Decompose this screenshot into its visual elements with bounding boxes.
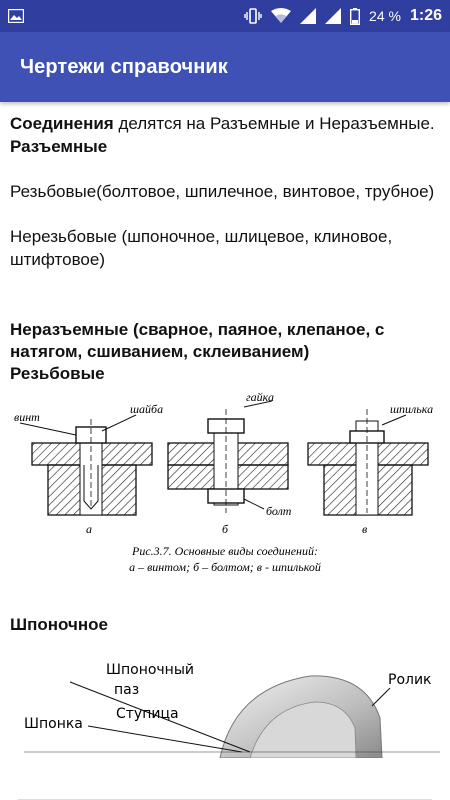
paragraph-connections: Соединения делятся на Разъемные и Неразъ… — [10, 112, 440, 158]
heading-nonseparable: Неразъемные (сварное, паяное, клепаное, … — [10, 320, 385, 361]
wifi-icon — [271, 8, 292, 24]
label-vint: винт — [14, 410, 40, 424]
label-a: а — [86, 522, 92, 536]
app-title: Чертежи справочник — [20, 55, 228, 78]
label-b: б — [222, 522, 229, 536]
roller-drawing — [219, 675, 383, 759]
label-rolik: Ролик — [388, 672, 432, 688]
connections-text: делятся на Разъемные и Неразъемные. — [113, 114, 435, 133]
threaded-connections-figure: винт шайба а гайка болт б шпилька в Р — [14, 390, 433, 574]
battery-percent: 24 % — [369, 8, 401, 24]
heading-threaded: Резьбовые — [10, 364, 105, 383]
label-shayba: шайба — [130, 402, 163, 416]
label-v: в — [362, 522, 367, 536]
term-connections: Соединения — [10, 114, 114, 133]
heading-key: Шпоночное — [10, 615, 108, 634]
label-shponka: Шпонка — [24, 716, 83, 732]
figure-caption-line1: Рис.3.7. Основные виды соединений: — [131, 544, 318, 558]
label-bolt: болт — [266, 504, 292, 518]
figure-caption-line2: а – винтом; б – болтом; в - шпилькой — [129, 560, 321, 574]
label-shpilka: шпилька — [390, 402, 433, 416]
label-gayka: гайка — [246, 391, 274, 404]
signal-icon-2 — [325, 8, 342, 24]
key-joint-figure: Шпоночный паз Ступица Шпонка Ролик — [24, 662, 440, 759]
label-paz: паз — [114, 682, 139, 698]
label-stupica: Ступица — [116, 706, 179, 722]
label-shponochny: Шпоночный — [106, 662, 194, 678]
clock: 1:26 — [409, 7, 442, 24]
status-bar: 24 % 1:26 — [0, 0, 450, 32]
term-separable: Разъемные — [10, 137, 108, 156]
screw-joint-drawing — [19, 414, 153, 516]
paragraph-threaded: Резьбовые(болтовое, шпилечное, винтовое,… — [10, 182, 435, 201]
article-content[interactable]: Соединения делятся на Разъемные и Неразъ… — [0, 102, 450, 800]
app-bar: Чертежи справочник — [0, 32, 450, 102]
vibrate-icon — [244, 8, 262, 24]
stud-joint-drawing — [307, 409, 429, 516]
battery-icon — [350, 7, 361, 25]
signal-icon — [300, 8, 317, 24]
gallery-notification-icon — [8, 9, 24, 23]
bolt-joint-drawing — [167, 400, 289, 513]
paragraph-nonthreaded: Нерезьбовые (шпоночное, шлицевое, клинов… — [10, 227, 393, 269]
